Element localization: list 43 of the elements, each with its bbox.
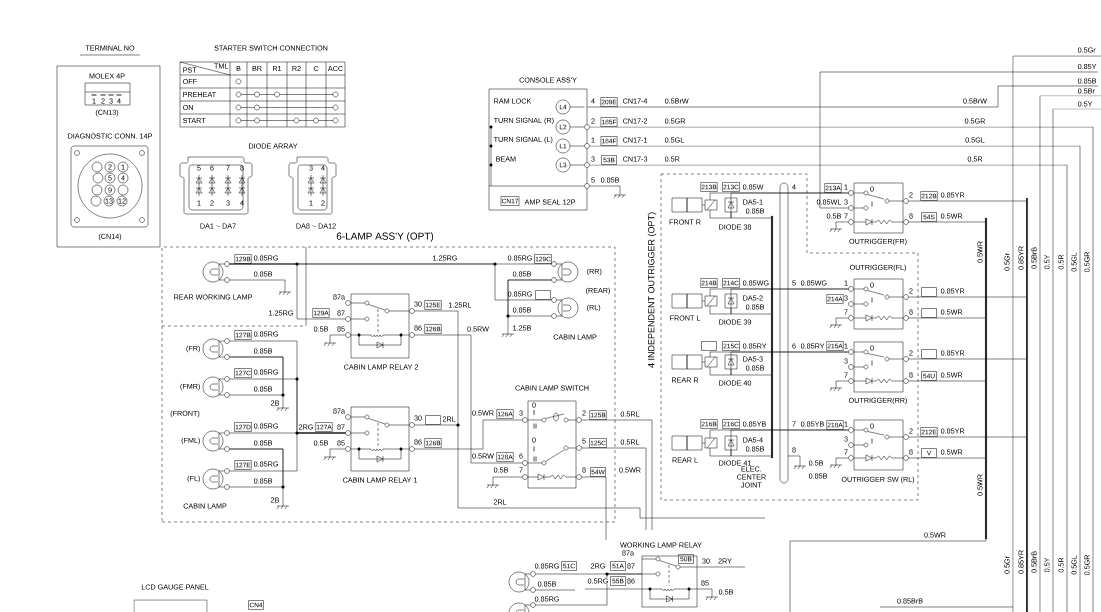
wire	[229, 448, 284, 488]
bus-line	[771, 215, 773, 459]
wire	[229, 356, 284, 396]
wire	[730, 211, 772, 219]
wire	[696, 566, 746, 568]
wire	[908, 436, 1027, 438]
wire	[908, 358, 1027, 360]
wire-tag	[921, 308, 937, 318]
wire	[414, 310, 459, 426]
lamp-symbol	[508, 571, 536, 593]
node-label: 6-LAMP ASS'Y (OPT)	[336, 232, 434, 242]
wire	[586, 85, 1099, 108]
wire	[709, 368, 732, 376]
wire	[229, 263, 552, 301]
wire	[908, 200, 1027, 202]
wire	[819, 71, 1099, 209]
wire	[730, 307, 772, 315]
wire	[908, 296, 1027, 298]
wire	[414, 419, 523, 450]
wire	[709, 307, 732, 315]
wire-tag	[535, 290, 551, 300]
wire	[507, 279, 552, 317]
wire	[730, 368, 772, 376]
wire	[730, 449, 772, 457]
wire	[414, 334, 523, 464]
lamp-symbol	[508, 602, 536, 612]
wire	[584, 588, 643, 590]
wire	[229, 432, 346, 472]
bus-line	[1026, 197, 1028, 612]
wire	[709, 211, 732, 219]
bus-line	[985, 217, 987, 540]
wire-tag	[921, 349, 937, 359]
wire-tag	[425, 415, 441, 425]
node-label: 4 INDEPENDENT OUTRIGGER (OPT)	[647, 212, 657, 368]
wire	[908, 457, 986, 459]
wire	[709, 449, 732, 457]
wire	[908, 317, 986, 319]
wire	[908, 221, 986, 223]
wire	[908, 380, 986, 382]
wire	[535, 589, 576, 591]
wire-tag	[701, 341, 717, 351]
wire	[535, 573, 643, 606]
wire-tag	[921, 287, 937, 297]
